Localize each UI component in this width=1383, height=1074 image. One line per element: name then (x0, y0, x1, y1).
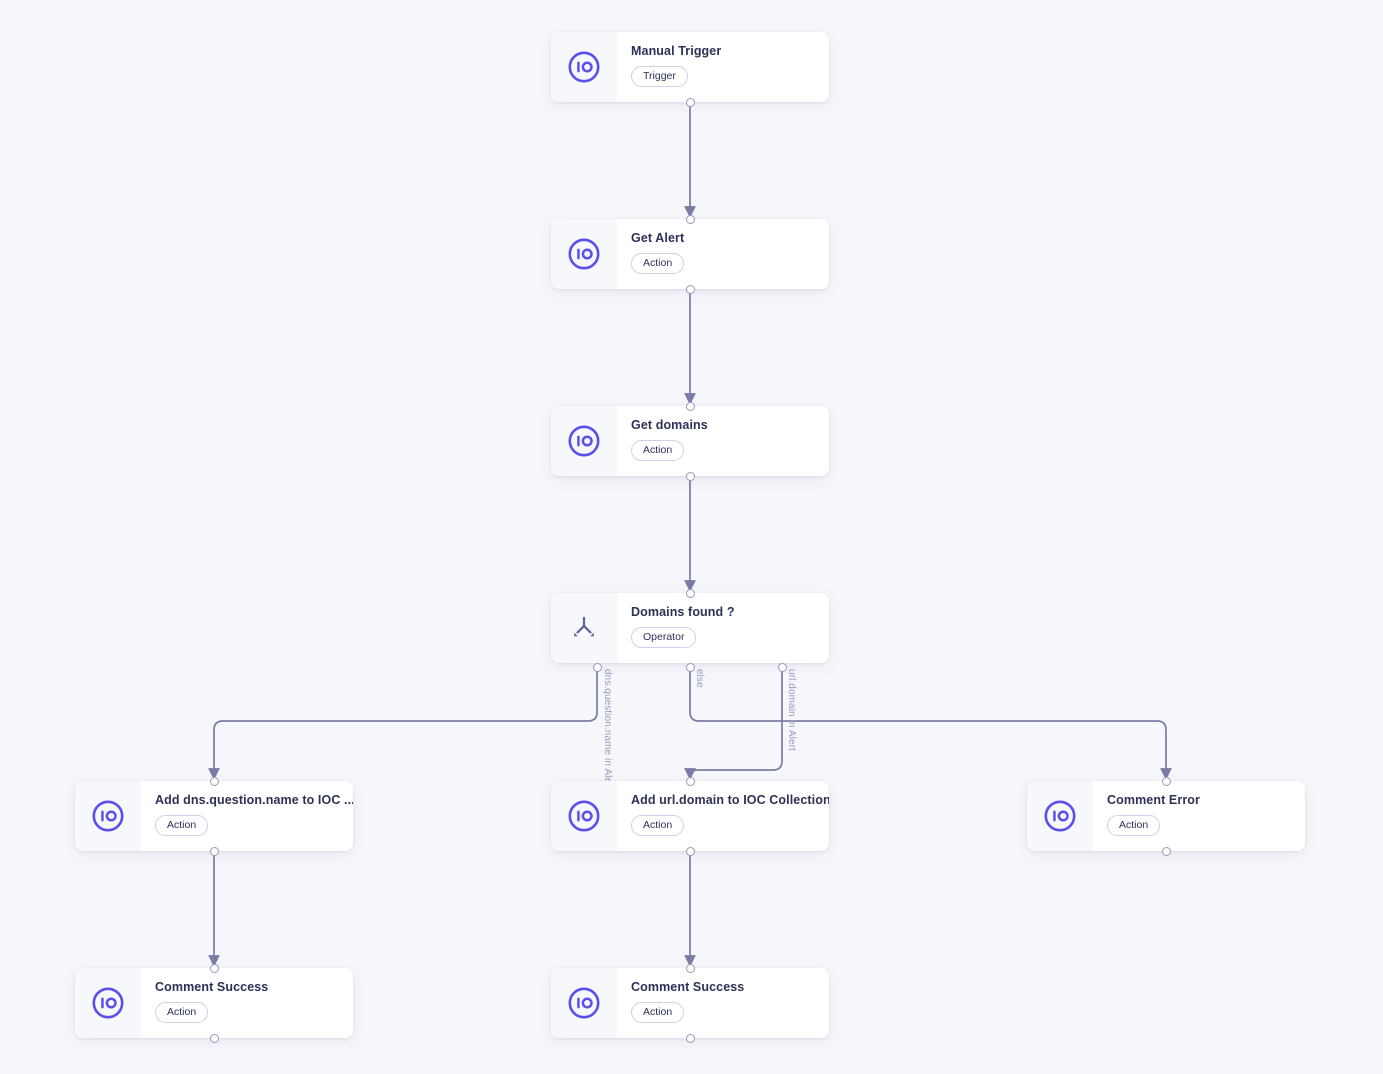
port-output[interactable] (1161, 846, 1171, 856)
node-title: Domains found ? (631, 605, 735, 619)
port-output[interactable] (685, 284, 695, 294)
port-output[interactable] (685, 846, 695, 856)
io-logo-icon (567, 50, 601, 84)
node-badge: Action (1107, 815, 1161, 836)
port-output-branch-3[interactable] (777, 662, 787, 672)
port-input[interactable] (209, 963, 219, 973)
port-output[interactable] (209, 846, 219, 856)
node-icon-panel (551, 781, 617, 851)
node-badge: Action (155, 1002, 209, 1023)
node-icon-panel (75, 968, 141, 1038)
node-body: Domains found ? Operator (617, 593, 829, 663)
node-badge: Trigger (631, 66, 688, 87)
port-input[interactable] (1161, 776, 1171, 786)
node-domains-found[interactable]: Domains found ? Operator (551, 588, 829, 672)
node-body: Get Alert Action (617, 219, 829, 289)
node-badge: Action (631, 1002, 685, 1023)
port-output[interactable] (685, 471, 695, 481)
node-body: Manual Trigger Trigger (617, 32, 829, 102)
io-logo-icon (91, 986, 125, 1020)
port-input[interactable] (685, 214, 695, 224)
io-logo-icon (91, 799, 125, 833)
port-input[interactable] (685, 588, 695, 598)
node-title: Get domains (631, 418, 708, 432)
node-icon-panel (1027, 781, 1093, 851)
node-icon-panel (551, 406, 617, 476)
node-title: Add url.domain to IOC Collection (631, 793, 829, 807)
node-get-alert[interactable]: Get Alert Action (551, 214, 829, 294)
node-title: Add dns.question.name to IOC ... (155, 793, 353, 807)
io-logo-icon (567, 986, 601, 1020)
port-output-branch-else[interactable] (685, 662, 695, 672)
node-title: Comment Success (631, 980, 745, 994)
port-output[interactable] (685, 97, 695, 107)
node-manual-trigger[interactable]: Manual Trigger Trigger (551, 32, 829, 107)
io-logo-icon (567, 424, 601, 458)
node-add-url-domain[interactable]: Add url.domain to IOC Collection Action (551, 776, 829, 856)
node-badge: Operator (631, 627, 697, 648)
node-body: Comment Success Action (617, 968, 829, 1038)
node-get-domains[interactable]: Get domains Action (551, 401, 829, 481)
node-add-dns-question-name[interactable]: Add dns.question.name to IOC ... Action (75, 776, 353, 856)
node-icon-panel (75, 781, 141, 851)
port-output-branch-1[interactable] (592, 662, 602, 672)
node-badge: Action (155, 815, 209, 836)
node-icon-panel (551, 32, 617, 102)
node-badge: Action (631, 253, 685, 274)
node-icon-panel (551, 219, 617, 289)
port-input[interactable] (209, 776, 219, 786)
node-body: Comment Error Action (1093, 781, 1305, 851)
io-logo-icon (1043, 799, 1077, 833)
node-title: Get Alert (631, 231, 685, 245)
node-badge: Action (631, 815, 685, 836)
node-comment-success-left[interactable]: Comment Success Action (75, 963, 353, 1043)
io-logo-icon (567, 237, 601, 271)
node-body: Add url.domain to IOC Collection Action (617, 781, 829, 851)
port-output[interactable] (685, 1033, 695, 1043)
node-body: Comment Success Action (141, 968, 353, 1038)
node-comment-error[interactable]: Comment Error Action (1027, 776, 1305, 856)
branch-split-icon (569, 613, 599, 643)
port-output[interactable] (209, 1033, 219, 1043)
io-logo-icon (567, 799, 601, 833)
node-title: Manual Trigger (631, 44, 722, 58)
node-body: Add dns.question.name to IOC ... Action (141, 781, 353, 851)
node-comment-success-mid[interactable]: Comment Success Action (551, 963, 829, 1043)
node-icon-panel (551, 593, 617, 663)
port-input[interactable] (685, 963, 695, 973)
node-badge: Action (631, 440, 685, 461)
port-input[interactable] (685, 776, 695, 786)
node-icon-panel (551, 968, 617, 1038)
node-title: Comment Success (155, 980, 269, 994)
port-input[interactable] (685, 401, 695, 411)
node-body: Get domains Action (617, 406, 829, 476)
node-title: Comment Error (1107, 793, 1200, 807)
